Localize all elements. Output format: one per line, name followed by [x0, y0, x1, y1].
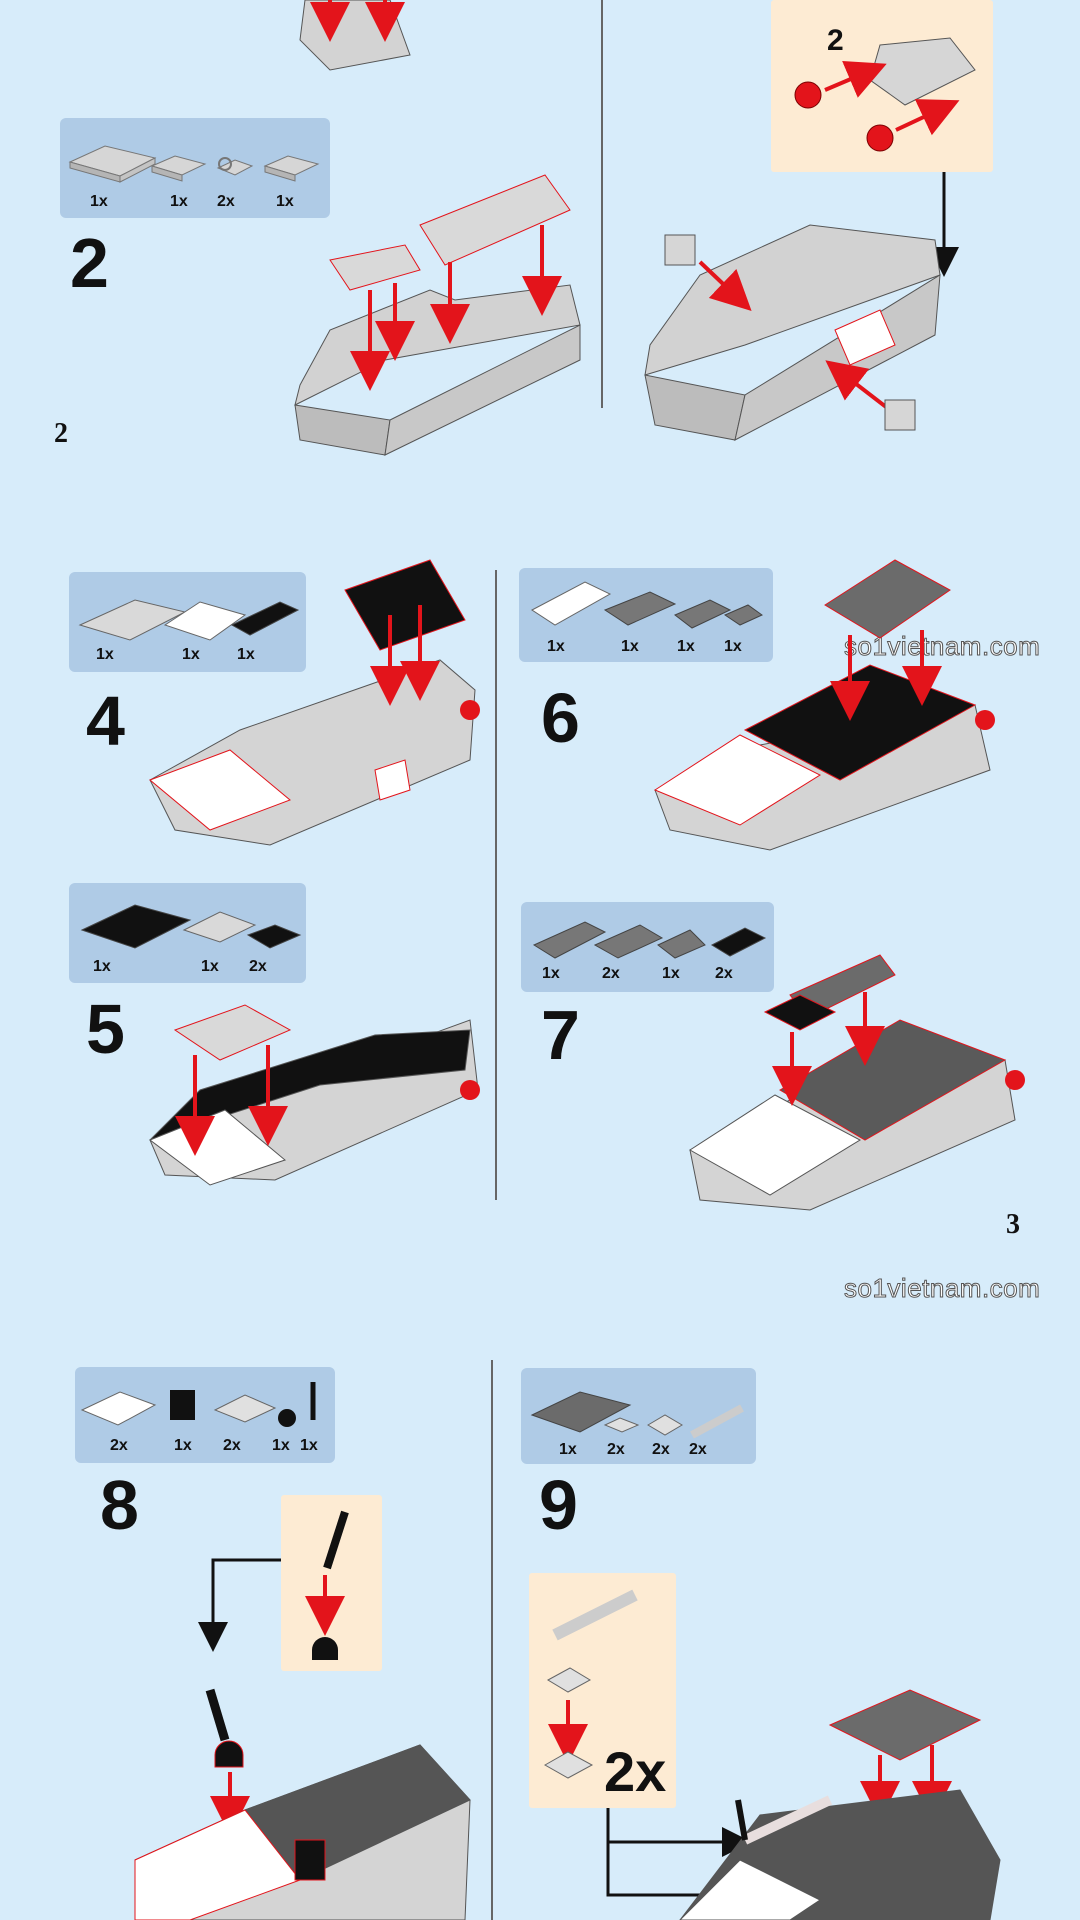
step-4-model — [149, 559, 480, 846]
step-2-parts-icons — [68, 145, 320, 183]
callout-sub-step-number: 2 — [827, 24, 844, 57]
step-6-model — [653, 559, 995, 851]
step-3-model — [644, 224, 941, 441]
step-3-callout-parts — [794, 37, 976, 277]
step-2-model — [294, 174, 581, 456]
step-7-parts-icons — [532, 921, 767, 959]
step-2-parts-panel: 1x 1x 2x 1x — [60, 118, 330, 218]
step-2-qty-3: 2x — [217, 193, 235, 210]
step-5-parts-icons — [80, 904, 302, 949]
clip-icon — [216, 157, 254, 176]
step-6-number: 6 — [541, 679, 580, 757]
step-6-qty-4: 1x — [724, 638, 742, 655]
step-6-qty-1: 1x — [547, 638, 565, 655]
step-5-qty-2: 1x — [201, 958, 219, 975]
page-number-left: 2 — [54, 418, 68, 449]
plate-2x4-icon — [68, 145, 157, 183]
step-9-qty-2: 2x — [607, 1441, 625, 1458]
plate-2x2-icon — [150, 155, 207, 182]
step-9-callout-contents — [543, 1589, 827, 1910]
step-9-qty-4: 2x — [689, 1441, 707, 1458]
step-7-qty-3: 1x — [662, 965, 680, 982]
step-2-qty-2: 1x — [170, 193, 188, 210]
step-9-parts-icons — [530, 1391, 744, 1439]
step-6-qty-3: 1x — [677, 638, 695, 655]
step-1-model-fragment — [299, 0, 411, 71]
step-6-parts-icons — [531, 581, 763, 629]
step-8-qty-5: 1x — [300, 1437, 318, 1454]
step-7-number: 7 — [541, 996, 580, 1074]
top-column-divider — [601, 0, 603, 408]
watermark-2: so1vietnam.com — [843, 1273, 1041, 1304]
step-2-qty-1: 1x — [90, 193, 108, 210]
step-8-qty-4: 1x — [272, 1437, 290, 1454]
step-8-qty-1: 2x — [110, 1437, 128, 1454]
step-8-qty-3: 2x — [223, 1437, 241, 1454]
plate-1x2-icon — [263, 155, 320, 182]
step-7-qty-2: 2x — [602, 965, 620, 982]
step-9-qty-1: 1x — [559, 1441, 577, 1458]
bottom-column-divider — [491, 1360, 493, 1920]
step-8-model — [134, 1688, 471, 1920]
step-7-qty-4: 2x — [715, 965, 733, 982]
step-4-parts-icons — [78, 599, 300, 641]
step-8-qty-2: 1x — [174, 1437, 192, 1454]
step-6-qty-2: 1x — [621, 638, 639, 655]
step-4-qty-2: 1x — [182, 646, 200, 663]
step-7-model — [689, 954, 1025, 1211]
step-2-number: 2 — [70, 224, 109, 302]
step-7-qty-1: 1x — [542, 965, 560, 982]
step-5-qty-1: 1x — [93, 958, 111, 975]
step-5-model — [148, 1004, 480, 1186]
step-2-qty-4: 1x — [276, 193, 294, 210]
step-8-callout-contents — [198, 1510, 349, 1660]
step-4-qty-1: 1x — [96, 646, 114, 663]
step-9-qty-3: 2x — [652, 1441, 670, 1458]
step-4-qty-3: 1x — [237, 646, 255, 663]
step-5-number: 5 — [86, 990, 125, 1068]
step-8-parts-icons — [80, 1382, 316, 1427]
middle-column-divider — [495, 570, 497, 1200]
step-9-model — [679, 1689, 1001, 1920]
step-5-qty-3: 2x — [249, 958, 267, 975]
step-9-parts-panel: 1x 2x 2x 2x — [521, 1368, 756, 1464]
step-9-number: 9 — [539, 1466, 578, 1544]
step-4-number: 4 — [86, 682, 125, 760]
step-9-callout-multiplier: 2x — [604, 1740, 667, 1803]
step-8-number: 8 — [100, 1466, 139, 1544]
page-number-right: 3 — [1006, 1209, 1020, 1240]
